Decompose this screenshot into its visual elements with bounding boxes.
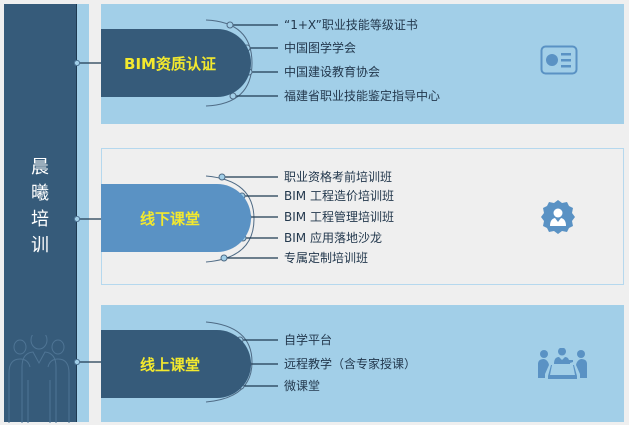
meeting-icon <box>538 348 587 379</box>
list-item: BIM 工程管理培训班 <box>284 210 394 224</box>
list-item: 远程教学（含专家授课） <box>284 357 417 371</box>
list-item: 中国图学学会 <box>284 41 357 55</box>
certificate-card-icon <box>540 45 578 75</box>
sidebar-stripe <box>77 4 89 422</box>
section-title-label: 线上课堂 <box>139 355 200 374</box>
sidebar-divider <box>76 4 77 422</box>
section-title-label: 线下课堂 <box>139 209 200 228</box>
section-title-bim-certification: BIM资质认证 <box>101 29 251 97</box>
section-title-online-classes: 线上课堂 <box>101 330 251 398</box>
list-item: “1+X”职业技能等级证书 <box>284 18 418 32</box>
list-item: 自学平台 <box>284 333 333 347</box>
sidebar-title-char: 训 <box>31 235 49 256</box>
list-item: 微课堂 <box>284 379 321 393</box>
list-item: BIM 应用落地沙龙 <box>284 231 382 245</box>
section-title-offline-classes: 线下课堂 <box>101 184 251 252</box>
list-item: BIM 工程造价培训班 <box>284 189 394 203</box>
user-badge-icon <box>541 200 575 234</box>
sidebar-title-char: 曦 <box>31 183 49 204</box>
sidebar-title: 晨 曦 培 训 <box>4 155 76 259</box>
people-group-icon <box>8 335 70 423</box>
section-title-label: BIM资质认证 <box>124 54 216 73</box>
list-item: 福建省职业技能鉴定指导中心 <box>284 89 441 103</box>
sidebar-title-char: 培 <box>31 209 49 230</box>
list-item: 专属定制培训班 <box>284 251 369 265</box>
sidebar-title-char: 晨 <box>31 157 49 178</box>
list-item: 职业资格考前培训班 <box>284 170 393 184</box>
list-item: 中国建设教育协会 <box>284 65 381 79</box>
